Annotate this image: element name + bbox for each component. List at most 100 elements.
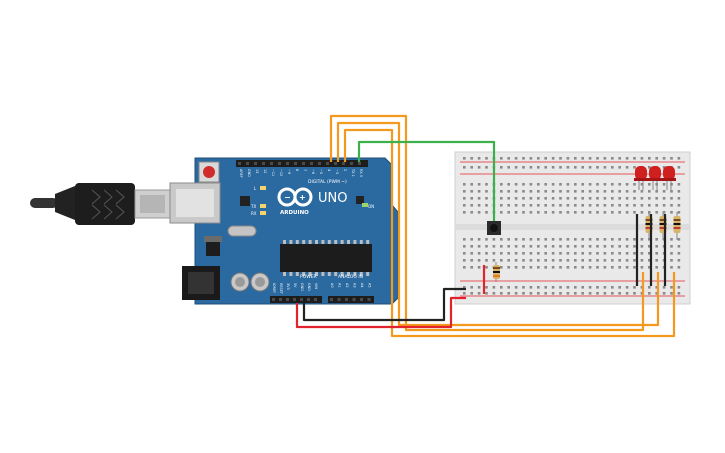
breadboard-hole[interactable]: [529, 166, 533, 169]
breadboard-hole[interactable]: [574, 286, 577, 289]
breadboard-hole[interactable]: [662, 292, 666, 295]
breadboard-hole[interactable]: [544, 259, 547, 262]
breadboard-hole[interactable]: [588, 238, 592, 241]
breadboard-hole[interactable]: [551, 266, 555, 269]
pushbutton[interactable]: [487, 221, 501, 235]
breadboard-hole[interactable]: [670, 211, 673, 214]
breadboard-hole[interactable]: [640, 286, 644, 289]
breadboard-hole[interactable]: [507, 292, 510, 295]
breadboard-hole[interactable]: [529, 157, 533, 160]
header-hole[interactable]: [307, 298, 310, 301]
breadboard-hole[interactable]: [559, 157, 562, 160]
breadboard-hole[interactable]: [655, 211, 658, 214]
breadboard-hole[interactable]: [574, 204, 577, 207]
breadboard-hole[interactable]: [470, 197, 473, 200]
breadboard-hole[interactable]: [655, 259, 658, 262]
breadboard-hole[interactable]: [670, 286, 673, 289]
breadboard-hole[interactable]: [603, 292, 607, 295]
breadboard-hole[interactable]: [537, 238, 540, 241]
header-hole[interactable]: [318, 162, 321, 165]
breadboard-hole[interactable]: [566, 197, 570, 200]
breadboard-hole[interactable]: [477, 211, 481, 214]
breadboard-hole[interactable]: [507, 286, 510, 289]
header-hole[interactable]: [302, 162, 305, 165]
breadboard-hole[interactable]: [470, 204, 473, 207]
breadboard-hole[interactable]: [625, 211, 629, 214]
breadboard-hole[interactable]: [581, 286, 584, 289]
breadboard-hole[interactable]: [581, 197, 584, 200]
header-hole[interactable]: [262, 162, 265, 165]
breadboard-hole[interactable]: [633, 292, 636, 295]
breadboard-hole[interactable]: [551, 245, 555, 248]
breadboard-hole[interactable]: [566, 183, 570, 186]
breadboard-hole[interactable]: [618, 211, 621, 214]
breadboard-hole[interactable]: [618, 183, 621, 186]
breadboard-hole[interactable]: [551, 211, 555, 214]
breadboard-hole[interactable]: [514, 211, 518, 214]
breadboard-hole[interactable]: [603, 211, 607, 214]
breadboard-hole[interactable]: [559, 238, 562, 241]
breadboard-hole[interactable]: [633, 245, 636, 248]
breadboard-hole[interactable]: [514, 245, 518, 248]
breadboard-hole[interactable]: [566, 238, 570, 241]
breadboard-hole[interactable]: [611, 211, 614, 214]
breadboard-hole[interactable]: [492, 259, 496, 262]
breadboard-hole[interactable]: [640, 259, 644, 262]
breadboard-hole[interactable]: [648, 245, 651, 248]
breadboard-hole[interactable]: [507, 204, 510, 207]
breadboard-hole[interactable]: [551, 197, 555, 200]
breadboard-hole[interactable]: [603, 183, 607, 186]
breadboard-hole[interactable]: [625, 266, 629, 269]
breadboard-hole[interactable]: [522, 157, 525, 160]
breadboard-hole[interactable]: [618, 259, 621, 262]
breadboard-hole[interactable]: [677, 197, 681, 200]
header-hole[interactable]: [286, 298, 289, 301]
breadboard-hole[interactable]: [551, 259, 555, 262]
breadboard-hole[interactable]: [655, 286, 658, 289]
breadboard-hole[interactable]: [485, 190, 488, 193]
breadboard-hole[interactable]: [544, 157, 547, 160]
breadboard-hole[interactable]: [566, 204, 570, 207]
breadboard-hole[interactable]: [485, 286, 488, 289]
breadboard-hole[interactable]: [485, 245, 488, 248]
breadboard-hole[interactable]: [537, 266, 540, 269]
breadboard-hole[interactable]: [648, 166, 651, 169]
breadboard-hole[interactable]: [477, 157, 481, 160]
breadboard-hole[interactable]: [566, 266, 570, 269]
breadboard-hole[interactable]: [677, 157, 681, 160]
breadboard-hole[interactable]: [522, 292, 525, 295]
breadboard-hole[interactable]: [677, 166, 681, 169]
header-hole[interactable]: [352, 298, 356, 301]
breadboard-hole[interactable]: [633, 286, 636, 289]
breadboard-hole[interactable]: [492, 252, 496, 255]
breadboard-hole[interactable]: [618, 266, 621, 269]
breadboard-hole[interactable]: [611, 245, 614, 248]
breadboard-hole[interactable]: [477, 266, 481, 269]
breadboard-hole[interactable]: [574, 190, 577, 193]
breadboard-hole[interactable]: [574, 211, 577, 214]
breadboard-hole[interactable]: [574, 157, 577, 160]
breadboard-hole[interactable]: [625, 238, 629, 241]
breadboard-hole[interactable]: [596, 204, 599, 207]
breadboard-hole[interactable]: [514, 286, 518, 289]
breadboard-hole[interactable]: [662, 166, 666, 169]
header-hole[interactable]: [294, 162, 297, 165]
breadboard-hole[interactable]: [559, 292, 562, 295]
breadboard-hole[interactable]: [640, 245, 644, 248]
breadboard-hole[interactable]: [514, 259, 518, 262]
breadboard-hole[interactable]: [611, 286, 614, 289]
breadboard-hole[interactable]: [529, 259, 533, 262]
breadboard-hole[interactable]: [529, 286, 533, 289]
breadboard-hole[interactable]: [477, 259, 481, 262]
breadboard-hole[interactable]: [566, 259, 570, 262]
breadboard-hole[interactable]: [655, 238, 658, 241]
breadboard-hole[interactable]: [559, 245, 562, 248]
breadboard-hole[interactable]: [551, 190, 555, 193]
breadboard-hole[interactable]: [522, 166, 525, 169]
breadboard-hole[interactable]: [537, 197, 540, 200]
breadboard-hole[interactable]: [648, 292, 651, 295]
breadboard-hole[interactable]: [463, 266, 466, 269]
header-hole[interactable]: [314, 298, 317, 301]
reset-button[interactable]: [198, 161, 220, 183]
